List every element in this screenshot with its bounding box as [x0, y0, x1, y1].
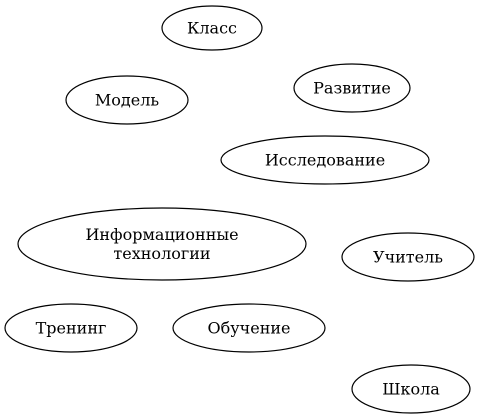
node-it[interactable]: Информационные технологии — [17, 207, 307, 281]
node-it-ellipse — [17, 207, 307, 281]
node-obuchenie[interactable]: Обучение — [172, 303, 326, 353]
node-it-label-line-2: технологии — [113, 244, 210, 263]
node-klass-label: Класс — [187, 19, 237, 38]
node-it-label-line-1: Информационные — [85, 225, 238, 244]
node-klass-ellipse — [161, 5, 263, 51]
node-razvitie[interactable]: Развитие — [293, 63, 411, 113]
node-uchitel-label: Учитель — [373, 248, 443, 267]
node-shkola-ellipse — [351, 364, 471, 414]
node-uchitel-ellipse — [341, 232, 475, 282]
node-uchitel[interactable]: Учитель — [341, 232, 475, 282]
node-model-ellipse — [65, 75, 189, 125]
node-trening[interactable]: Тренинг — [4, 303, 138, 353]
node-obuchenie-label: Обучение — [207, 319, 290, 338]
node-trening-label: Тренинг — [36, 319, 107, 338]
node-klass[interactable]: Класс — [161, 5, 263, 51]
node-shkola[interactable]: Школа — [351, 364, 471, 414]
node-issledovanie-label: Исследование — [265, 151, 385, 170]
node-razvitie-label: Развитие — [313, 79, 391, 98]
node-issledovanie-ellipse — [220, 135, 430, 185]
node-issledovanie[interactable]: Исследование — [220, 135, 430, 185]
node-model-label: Модель — [95, 91, 160, 110]
node-obuchenie-ellipse — [172, 303, 326, 353]
node-shkola-label: Школа — [382, 380, 440, 399]
node-model[interactable]: Модель — [65, 75, 189, 125]
node-trening-ellipse — [4, 303, 138, 353]
node-razvitie-ellipse — [293, 63, 411, 113]
